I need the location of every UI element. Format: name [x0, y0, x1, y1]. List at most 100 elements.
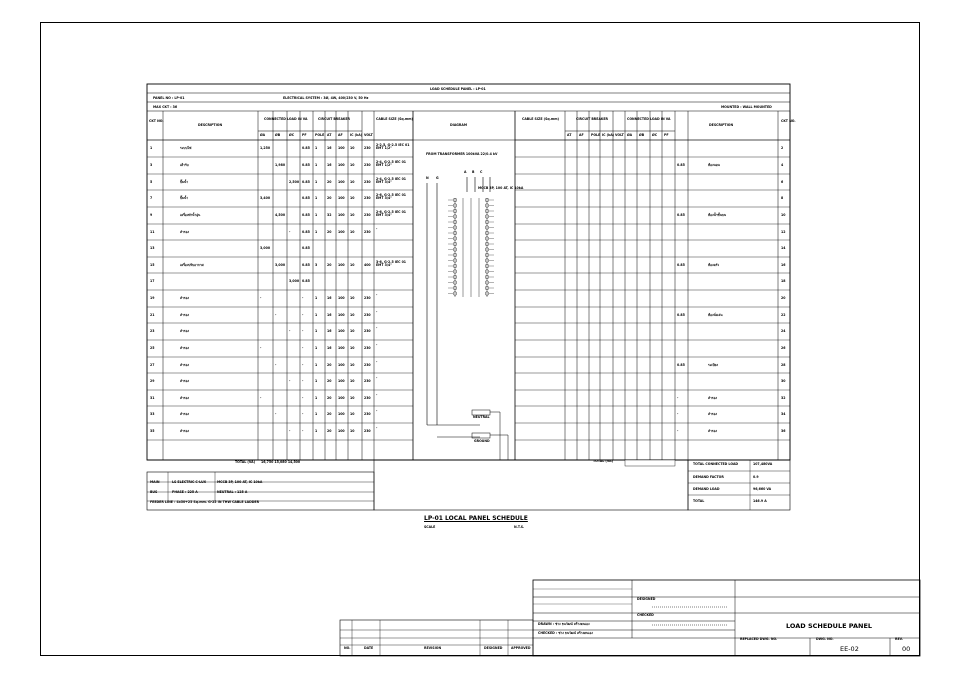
diagram-header: DIAGRAM [450, 123, 468, 127]
cell-pf: - [302, 412, 304, 416]
cell-a: 3,000 [260, 246, 271, 250]
total-right-label: TOTAL (VA) [593, 459, 614, 463]
cable-size-left: - [376, 326, 378, 330]
drawing-number: EE-02 [840, 645, 859, 653]
cell-pf: - [302, 313, 304, 317]
cell-volt: 230 [364, 180, 371, 184]
cell-a: - [260, 296, 262, 300]
cell-af: 100 [338, 146, 345, 150]
subheader-left: ØC [289, 133, 295, 137]
circuit-description-left: ระบบไฟ [180, 146, 192, 150]
ckt-number-right: 20 [781, 296, 786, 300]
cell-at: 20 [327, 396, 332, 400]
circuit-description-right: ห้องนอน [708, 163, 720, 167]
cell-pf-right: 0.85 [677, 263, 685, 267]
cell-a: - [260, 396, 262, 400]
cable-size-left: 2-6, G-2.5 IEC 01 EMT 3/4" [376, 193, 407, 201]
cell-pf: 0.85 [302, 146, 310, 150]
description-header-left: DESCRIPTION [198, 123, 223, 127]
summary-value: 0.9 [753, 475, 759, 479]
subheader-left: ØA [260, 133, 266, 137]
main-info-value: LS ELECTRIC C-LUX [172, 480, 207, 484]
cell-ic: 10 [350, 180, 355, 184]
cell-pf: 0.85 [302, 180, 310, 184]
subheader-right: VOLT [615, 133, 624, 137]
summary-value: 96,660 VA [753, 487, 772, 491]
cable-size-header-left: CABLE SIZE (Sq.mm) [376, 117, 413, 121]
ckt-number-right: 28 [781, 363, 786, 367]
circuit-description-right: สำรอง [708, 412, 717, 416]
cell-pf-right: 0.85 [677, 313, 685, 317]
ckt-number-right: 36 [781, 429, 786, 433]
cell-at: 20 [327, 412, 332, 416]
cell-af: 100 [338, 263, 345, 267]
cell-ic: 10 [350, 146, 355, 150]
cell-pole: 1 [315, 146, 318, 150]
cable-size-header-right: CABLE SIZE (Sq.mm) [522, 117, 559, 121]
cell-volt: 230 [364, 230, 371, 234]
cell-af: 100 [338, 196, 345, 200]
cell-pf-right: 0.85 [677, 213, 685, 217]
drawn-by-row: DRAWN : ช่าง ธนวัฒน์ สร้างตนเอง [538, 622, 590, 626]
ckt-number-left: 31 [150, 396, 155, 400]
cell-ic: 10 [350, 329, 355, 333]
cell-pole: 1 [315, 412, 318, 416]
cell-volt: 230 [364, 429, 371, 433]
cell-c: - [289, 329, 291, 333]
ckt-number-right: 22 [781, 313, 786, 317]
ckt-number-left: 23 [150, 329, 155, 333]
subheader-right: AT [567, 133, 572, 137]
summary-label: TOTAL [693, 499, 705, 503]
cell-pole: 1 [315, 296, 318, 300]
subheader-left: AT [327, 133, 332, 137]
cell-pf: 0.85 [302, 196, 310, 200]
subheader-right: AF [579, 133, 584, 137]
cell-af: 100 [338, 230, 345, 234]
cell-af: 100 [338, 396, 345, 400]
cell-af: 100 [338, 180, 345, 184]
caption-title: LP-01 LOCAL PANEL SCHEDULE [424, 515, 528, 522]
subheader-right: ØA [627, 133, 633, 137]
cell-pole: 1 [315, 329, 318, 333]
phase-label: B [472, 170, 475, 174]
panel-no: PANEL NO : LP-01 [153, 96, 185, 100]
cell-pf: - [302, 396, 304, 400]
subheader-right: POLE [591, 133, 601, 137]
cell-volt: 230 [364, 396, 371, 400]
cell-pf: - [302, 329, 304, 333]
cell-pole: 1 [315, 313, 318, 317]
phase-label: C [480, 170, 483, 174]
ckt-number-right: 8 [781, 196, 784, 200]
main-info-key: MAIN [150, 480, 160, 484]
cell-at: 20 [327, 429, 332, 433]
cell-af: 100 [338, 329, 345, 333]
cell-ic: 10 [350, 363, 355, 367]
cell-volt: 230 [364, 213, 371, 217]
cell-af: 100 [338, 213, 345, 217]
cell-at: 20 [327, 379, 332, 383]
cell-c: 2,500 [289, 180, 300, 184]
ckt-number-left: 27 [150, 363, 155, 367]
subheader-right: PF [664, 133, 669, 137]
cell-at: 20 [327, 230, 332, 234]
ckt-number-right: 14 [781, 246, 786, 250]
cell-c: 3,000 [289, 279, 300, 283]
connected-load-header-right: CONNECTED LOAD IN VA [627, 117, 671, 121]
ckt-no-header-left: CKT NO. [149, 119, 164, 123]
cell-pf: 0.85 [302, 279, 310, 283]
caption-nts: N.T.S. [514, 525, 525, 529]
cell-ic: 10 [350, 213, 355, 217]
subheader-left: ØB [275, 133, 281, 137]
cell-b: 3,000 [275, 263, 286, 267]
cell-volt: 400 [364, 263, 371, 267]
ckt-number-left: 11 [150, 230, 155, 234]
cell-volt: 230 [364, 346, 371, 350]
cell-pole: 1 [315, 163, 318, 167]
subheader-right: ØC [652, 133, 658, 137]
ckt-number-right: 32 [781, 396, 786, 400]
cable-size-left: - [376, 227, 378, 231]
circuit-description-right: ระเบียง [708, 363, 718, 367]
cell-volt: 230 [364, 363, 371, 367]
circuit-description-left: สำรอง [180, 313, 189, 317]
cell-pole: 3 [315, 263, 318, 267]
